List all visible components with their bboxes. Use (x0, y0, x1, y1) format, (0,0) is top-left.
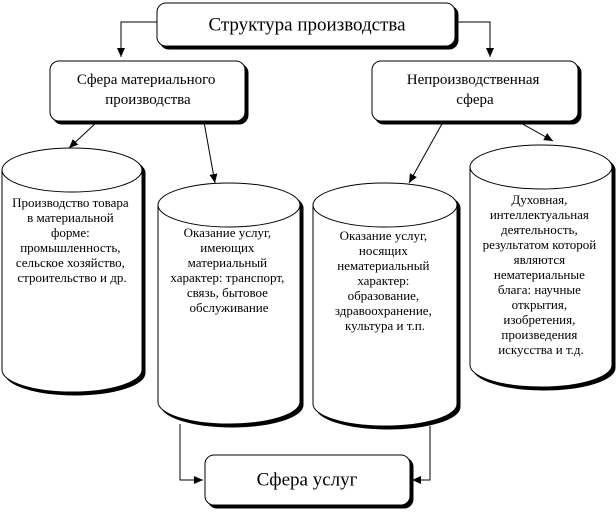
sphere-box-nonproductive-frame (371, 60, 579, 122)
sphere-label-nonproductive: Непроизводственная сфера (407, 72, 543, 108)
connector-nonproductive-to-nonmaterial-services (408, 121, 444, 184)
cylinder-body (157, 182, 301, 425)
cylinder-line: Оказание услуг, (340, 228, 428, 243)
top-box-label: Структура производства (208, 14, 406, 35)
cylinder-line: сельское хозяйство, (16, 255, 125, 270)
cylinder-goods-production: Производство товара в материальной форме… (1, 147, 143, 393)
cylinder-line: Оказание услуг, (184, 225, 272, 240)
cylinder-line: Производство товара (12, 195, 129, 210)
cylinder-line: Духовная, (511, 192, 567, 207)
sphere-label-material: Сфера материального производства (77, 72, 219, 108)
cylinder-line: деятельность, (501, 222, 578, 237)
cylinder-body (312, 182, 458, 427)
cylinder-top-rim (312, 204, 458, 228)
cylinder-line: культура и т.п. (345, 318, 425, 333)
cylinder-line: открытия, (512, 297, 567, 312)
top-box: Структура производства (156, 2, 456, 47)
sphere-box-nonproductive: Непроизводственная сфера (371, 60, 579, 122)
cylinder-top-rim (157, 204, 301, 228)
bottom-box-frame (204, 454, 411, 506)
bottom-box-label: Сфера услуг (257, 469, 358, 490)
cylinder-line: нематериальный (337, 258, 429, 273)
cylinder-text: Оказание услуг, имеющих материальный хар… (170, 225, 287, 315)
cylinder-line: образование, (348, 288, 420, 303)
cylinder-line: искусства и т.д. (498, 342, 584, 357)
cylinder-line: нематериальные (494, 267, 585, 282)
sphere-label-line: Непроизводственная (407, 72, 540, 88)
sphere-label-line: сфера (456, 92, 494, 108)
cylinder-line: интеллектуальная (490, 207, 589, 222)
cylinder-text: Духовная, интеллектуальная деятельность,… (483, 192, 600, 357)
cylinder-line: здравоохранение, (335, 303, 432, 318)
cylinder-line: промышленность, (20, 240, 120, 255)
cylinder-line: носящих (359, 243, 408, 258)
cylinder-line: имеющих (200, 240, 255, 255)
cylinder-line: результатом которой (483, 237, 597, 252)
connector-top-to-nonproductive (455, 21, 494, 57)
cylinder-line: связь, бытовое (187, 285, 268, 300)
cylinder-body (469, 144, 613, 388)
cylinder-top-rim (1, 169, 143, 193)
cylinder-line: блага: научные (498, 282, 581, 297)
cylinder-material-services: Оказание услуг, имеющих материальный хар… (157, 182, 301, 425)
cylinder-text: Производство товара в материальной форме… (12, 195, 132, 285)
cylinder-spiritual-activity: Духовная, интеллектуальная деятельность,… (469, 144, 613, 388)
connector-material-to-goods (68, 121, 98, 149)
sphere-box-material: Сфера материального производства (49, 60, 246, 122)
cylinder-nonmaterial-services: Оказание услуг, носящих нематериальный х… (312, 182, 458, 427)
cylinder-line: характер: транспорт, (170, 270, 284, 285)
connector-nonproductive-to-spiritual (518, 121, 554, 142)
cylinder-line: являются (514, 252, 566, 267)
connectors (68, 21, 554, 484)
sphere-label-line: Сфера материального (77, 72, 216, 88)
cylinder-line: характер: (357, 273, 409, 288)
cylinder-text: Оказание услуг, носящих нематериальный х… (335, 228, 435, 333)
cylinder-line: изобретения, (503, 312, 575, 327)
sphere-box-material-frame (49, 60, 246, 122)
bottom-box: Сфера услуг (204, 454, 411, 506)
cylinder-line: произведения (501, 327, 577, 342)
connector-nonmaterial-services-to-services (412, 426, 431, 484)
connector-material-services-to-services (179, 424, 203, 484)
cylinder-top-rim (469, 166, 613, 190)
cylinder-line: в материальной (27, 210, 114, 225)
sphere-label-line: производства (105, 92, 191, 108)
cylinder-line: строительство и др. (17, 270, 126, 285)
cylinder-line: материальный (188, 255, 267, 270)
cylinder-line: форме: (51, 225, 90, 240)
connector-top-to-material (117, 21, 157, 57)
top-box-frame (156, 2, 456, 47)
connector-material-to-material-services (203, 121, 218, 184)
cylinder-body (1, 147, 143, 393)
cylinder-line: обслуживание (189, 300, 268, 315)
